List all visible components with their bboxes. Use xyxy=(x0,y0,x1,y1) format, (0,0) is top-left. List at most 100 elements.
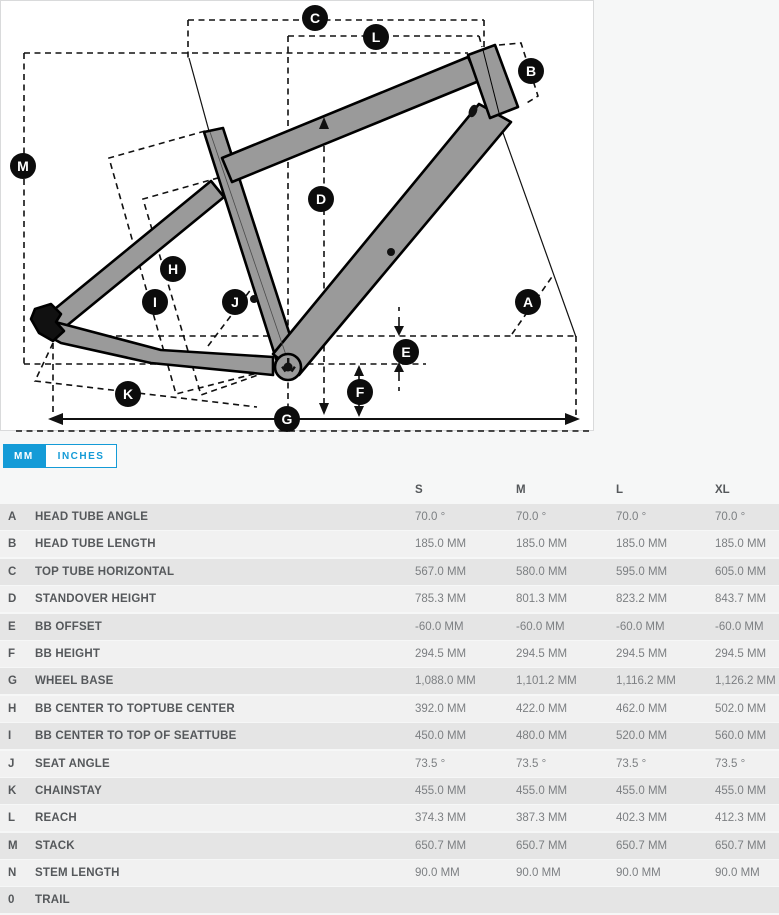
arrow-left xyxy=(48,413,63,425)
row-name: HEAD TUBE ANGLE xyxy=(35,511,149,523)
callout-circle-e xyxy=(393,339,419,365)
row-name: STEM LENGTH xyxy=(35,867,120,880)
callout-circle-j xyxy=(222,289,248,315)
bb-height-arrow-down xyxy=(354,406,364,417)
tab-inches[interactable]: INCHES xyxy=(44,444,118,468)
tab-mm[interactable]: MM xyxy=(3,444,45,468)
cell-value: 1,126.2 MM xyxy=(715,675,776,688)
cell-value: 294.5 MM xyxy=(715,647,767,660)
row-name: CHAINSTAY xyxy=(35,784,102,797)
cell-value: -60.0 MM xyxy=(715,620,764,633)
cell-value: 650.7 MM xyxy=(516,839,568,852)
cell-value: 595.0 MM xyxy=(616,565,668,578)
row-name: SEAT ANGLE xyxy=(35,757,110,770)
row-name: TOP TUBE HORIZONTAL xyxy=(35,565,175,578)
row-letter: 0 xyxy=(8,894,15,907)
row-letter: M xyxy=(8,839,18,852)
callout-circle-a xyxy=(515,289,541,315)
row-name: BB CENTER TO TOP OF SEATTUBE xyxy=(35,730,237,743)
column-header: M xyxy=(516,484,526,496)
row-letter: D xyxy=(8,593,17,606)
cell-value: -60.0 MM xyxy=(516,620,565,633)
callout-letter: G xyxy=(282,411,293,427)
callout-circle-f xyxy=(347,379,373,405)
cell-value: 70.0 ° xyxy=(415,511,446,523)
column-header: L xyxy=(616,484,624,496)
cell-value: 73.5 ° xyxy=(516,757,547,770)
row-letter: H xyxy=(8,702,17,715)
row-name: STANDOVER HEIGHT xyxy=(35,593,157,606)
cell-value: 455.0 MM xyxy=(415,784,467,797)
row-letter: J xyxy=(8,757,15,770)
row-letter: C xyxy=(8,565,17,578)
callout-letter: K xyxy=(123,386,133,402)
callout-circle-d xyxy=(308,186,334,212)
row-name: REACH xyxy=(35,812,77,825)
bb-offset-arrow-down xyxy=(394,326,404,336)
cell-value: 580.0 MM xyxy=(516,565,568,578)
row-letter: N xyxy=(8,867,17,880)
callout-circle-h xyxy=(160,256,186,282)
callout-circle-b xyxy=(518,58,544,84)
row-letter: E xyxy=(8,620,16,633)
cell-value: 455.0 MM xyxy=(616,784,668,797)
row-name: HEAD TUBE LENGTH xyxy=(35,538,156,551)
standover-arrow-down xyxy=(319,403,329,415)
cell-value: 450.0 MM xyxy=(415,730,467,743)
cell-value: 387.3 MM xyxy=(516,812,568,825)
row-name: BB CENTER TO TOPTUBE CENTER xyxy=(35,702,235,715)
bottom-bracket-logo xyxy=(281,358,296,373)
row-letter: I xyxy=(8,730,12,743)
cell-value: 422.0 MM xyxy=(516,702,568,715)
callout-letter: J xyxy=(231,294,239,310)
callout-letter: C xyxy=(310,10,320,26)
callout-circle-c xyxy=(302,5,328,31)
cell-value: 502.0 MM xyxy=(715,702,767,715)
cell-value: 70.0 ° xyxy=(616,511,647,523)
callout-circle-l xyxy=(363,24,389,50)
head-tube xyxy=(466,43,520,120)
wheelbase-line xyxy=(48,413,580,425)
cell-value: 520.0 MM xyxy=(616,730,668,743)
cell-value: 843.7 MM xyxy=(715,593,767,606)
cable-boss xyxy=(468,104,478,118)
standover-arrow-up xyxy=(319,117,329,129)
callout-circle-i xyxy=(142,289,168,315)
arrow-right xyxy=(565,413,580,425)
cell-value: 90.0 MM xyxy=(516,867,561,880)
row-letter: K xyxy=(8,784,17,797)
bottle-boss xyxy=(250,295,258,303)
cell-value: 185.0 MM xyxy=(715,538,767,551)
cell-value: 1,116.2 MM xyxy=(616,675,676,688)
column-header: XL xyxy=(715,484,730,496)
head-tube-seam xyxy=(482,49,501,118)
cell-value: 412.3 MM xyxy=(715,812,767,825)
cell-value: 90.0 MM xyxy=(715,867,760,880)
column-header: S xyxy=(415,484,423,496)
geometry-row: E BB OFFSET -60.0 MM -60.0 MM -60.0 MM -60.0 … xyxy=(0,613,779,640)
callout-letter: E xyxy=(401,344,410,360)
callout-letter: D xyxy=(316,191,326,207)
unit-toggle: MM INCHES xyxy=(3,444,118,468)
cell-value: 480.0 MM xyxy=(516,730,568,743)
cell-value: 185.0 MM xyxy=(516,538,568,551)
cell-value: 801.3 MM xyxy=(516,593,568,606)
cell-value: 605.0 MM xyxy=(715,565,767,578)
callout-letter: M xyxy=(17,158,29,174)
cell-value: 1,088.0 MM xyxy=(415,675,476,688)
cell-value: 73.5 ° xyxy=(616,757,647,770)
cell-value: 185.0 MM xyxy=(616,538,668,551)
row-name: WHEEL BASE xyxy=(35,675,114,688)
cell-value: -60.0 MM xyxy=(616,620,665,633)
dim-head-tube-length-box xyxy=(498,42,539,105)
cell-value: -60.0 MM xyxy=(415,620,464,633)
row-name: BB OFFSET xyxy=(35,620,102,633)
